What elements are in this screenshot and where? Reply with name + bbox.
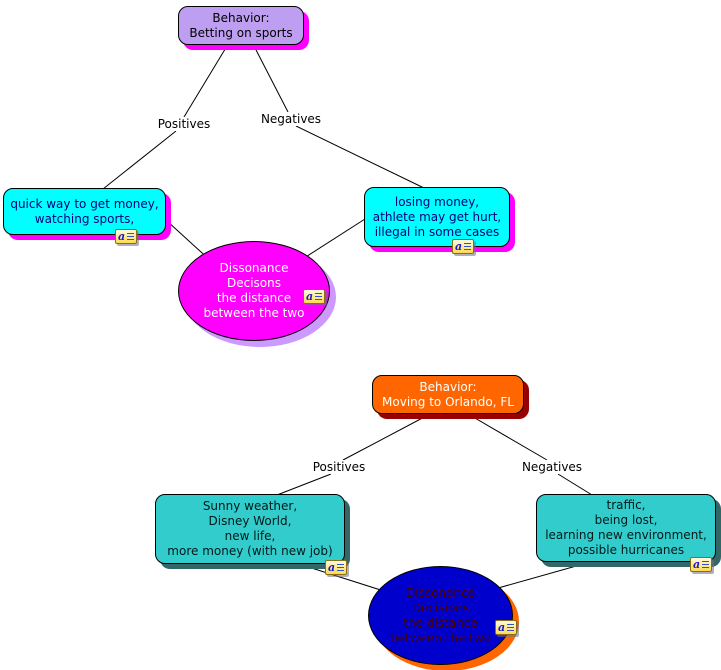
note-lines-icon — [337, 563, 344, 572]
annotation-letter: a — [118, 230, 126, 243]
annotation-letter: a — [693, 558, 701, 571]
link-label-positives-top[interactable]: Positives — [154, 117, 214, 131]
link-line-positives-to-dissonance-bottom — [298, 563, 391, 594]
annotation-icon-negatives-top[interactable]: a — [452, 239, 474, 254]
node-behavior-moving-orlando[interactable]: Behavior: Moving to Orlando, FL — [372, 375, 524, 414]
link-line-positives-to-node-top — [102, 130, 177, 190]
link-line-negatives-to-dissonance-bottom — [490, 560, 595, 591]
annotation-letter: a — [306, 290, 314, 303]
node-dissonance-orlando[interactable]: Dissonance Decisions the distance betwee… — [368, 566, 513, 665]
link-line-negatives-to-dissonance-top — [300, 218, 366, 261]
annotation-icon-positives-bottom[interactable]: a — [325, 560, 347, 575]
note-lines-icon — [315, 292, 322, 301]
node-negatives-orlando[interactable]: traffic, being lost, learning new enviro… — [536, 494, 716, 562]
link-line-behavior-to-negatives-bottom — [467, 413, 548, 461]
link-label-positives-bottom[interactable]: Positives — [309, 460, 369, 474]
link-label-negatives-top[interactable]: Negatives — [257, 112, 325, 126]
note-lines-icon — [702, 560, 709, 569]
link-line-behavior-to-negatives-top — [253, 45, 289, 113]
node-positives-orlando[interactable]: Sunny weather, Disney World, new life, m… — [155, 494, 345, 564]
node-negatives-betting[interactable]: losing money, athlete may get hurt, ille… — [364, 187, 510, 247]
annotation-letter: a — [328, 561, 336, 574]
link-line-positives-to-node-bottom — [276, 473, 332, 496]
annotation-letter: a — [455, 240, 463, 253]
annotation-icon-positives-top[interactable]: a — [115, 229, 137, 244]
link-line-negatives-to-node-bottom — [557, 473, 593, 496]
note-lines-icon — [507, 623, 514, 632]
link-line-behavior-to-positives-bottom — [342, 413, 431, 461]
link-line-negatives-to-node-top — [295, 125, 425, 189]
annotation-icon-negatives-bottom[interactable]: a — [690, 557, 712, 572]
link-label-negatives-bottom[interactable]: Negatives — [518, 460, 586, 474]
annotation-letter: a — [498, 621, 506, 634]
node-behavior-betting-on-sports[interactable]: Behavior: Betting on sports — [178, 6, 304, 45]
annotation-icon-dissonance-top[interactable]: a — [303, 289, 325, 304]
note-lines-icon — [464, 242, 471, 251]
node-positives-betting[interactable]: quick way to get money, watching sports, — [3, 188, 166, 235]
link-line-behavior-to-positives-top — [183, 45, 228, 118]
note-lines-icon — [127, 232, 134, 241]
annotation-icon-dissonance-bottom[interactable]: a — [495, 620, 517, 635]
